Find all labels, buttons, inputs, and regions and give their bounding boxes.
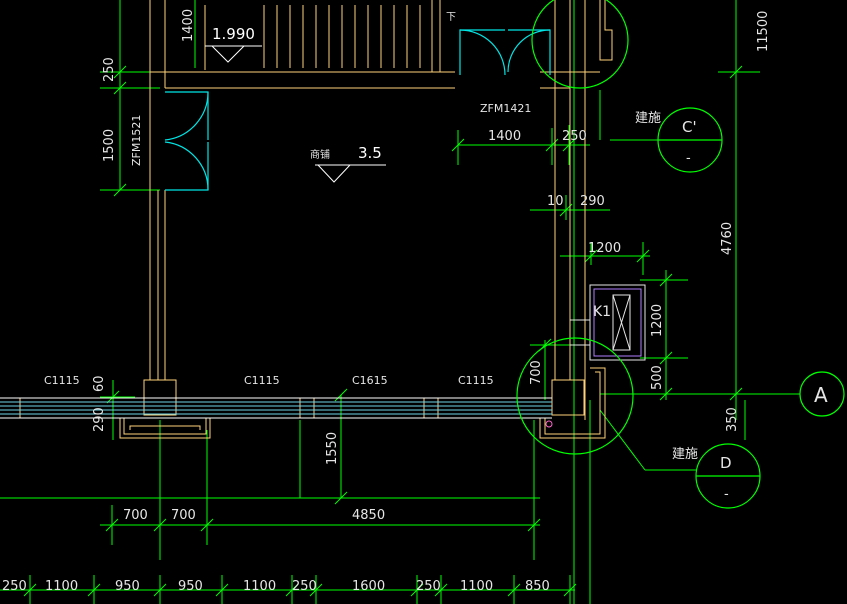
- dim-row2-7: 1600: [352, 579, 385, 594]
- window-label-4: C1115: [458, 374, 494, 387]
- window-label-1: C1115: [44, 374, 80, 387]
- dim-1550: 1550: [325, 432, 340, 465]
- dim-row2-3: 950: [115, 579, 140, 594]
- dim-row2-8: 250: [416, 579, 441, 594]
- note-d: 建施: [672, 447, 698, 462]
- dim-500: 500: [650, 365, 665, 390]
- dim-row2-1: 250: [2, 579, 27, 594]
- k1-label: K1: [593, 304, 611, 320]
- dim-row2-6: 250: [292, 579, 317, 594]
- dim-11500: 11500: [756, 11, 771, 52]
- stair-down-mark: 下: [446, 12, 456, 23]
- level-marks: [205, 45, 386, 183]
- dim-290-left: 290: [92, 407, 107, 432]
- dim-door-1400: 1400: [488, 129, 521, 144]
- walls: [0, 0, 613, 439]
- dim-60: 60: [92, 375, 107, 392]
- dim-k1-width: 1200: [588, 241, 621, 256]
- dim-row1-1: 700: [123, 508, 148, 523]
- dim-4760: 4760: [720, 222, 735, 255]
- window-label-2: C1115: [244, 374, 280, 387]
- callout-d-label: D: [720, 454, 732, 472]
- callout-d-sheet: -: [724, 487, 729, 502]
- dim-left-top: 1400: [181, 9, 196, 42]
- dim-row2-5: 1100: [243, 579, 276, 594]
- dim-left-250: 250: [102, 57, 117, 82]
- dim-row2-10: 850: [525, 579, 550, 594]
- dimension-lines: [0, 0, 800, 604]
- detail-circles: [516, 0, 845, 509]
- axis-a-label: A: [814, 383, 828, 407]
- note-c: 建施: [635, 111, 661, 126]
- dim-700-right: 700: [529, 360, 544, 385]
- door-label-left: ZFM1521: [130, 115, 143, 166]
- dim-290: 290: [580, 194, 605, 209]
- dim-row2-4: 950: [178, 579, 203, 594]
- shop-level: 3.5: [358, 144, 382, 162]
- dim-row1-2: 700: [171, 508, 196, 523]
- dim-10: 10: [547, 194, 564, 209]
- dim-row2-9: 1100: [460, 579, 493, 594]
- door-swings: [164, 29, 551, 191]
- window-label-3: C1615: [352, 374, 388, 387]
- callout-c-label: C': [682, 118, 697, 136]
- dim-left-1500: 1500: [102, 129, 117, 162]
- dim-350: 350: [725, 407, 740, 432]
- dim-door-250: 250: [562, 129, 587, 144]
- room-label: 商铺: [310, 148, 330, 161]
- labels: 1.990 3.5 商铺 下 ZFM1421 ZFM1521 C1115 C11…: [2, 9, 828, 594]
- dim-k1-height: 1200: [650, 304, 665, 337]
- dim-row2-2: 1100: [45, 579, 78, 594]
- stair-level: 1.990: [212, 25, 255, 43]
- axis-a-circle: [799, 371, 845, 417]
- callout-c-sheet: -: [686, 151, 691, 166]
- door-label-top: ZFM1421: [480, 102, 531, 115]
- dim-row1-3: 4850: [352, 508, 385, 523]
- window-bands: [0, 401, 552, 415]
